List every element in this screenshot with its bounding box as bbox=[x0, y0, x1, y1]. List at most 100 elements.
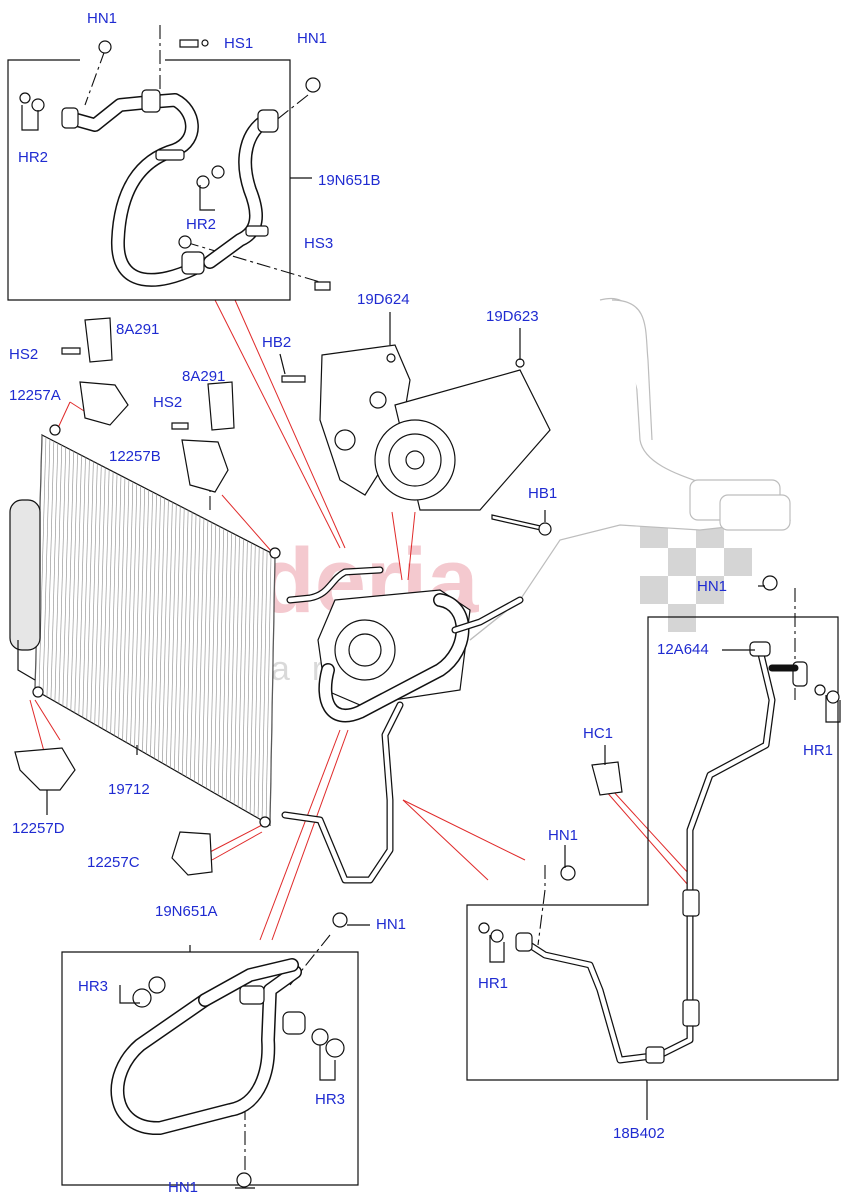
condenser-fin bbox=[126, 481, 134, 743]
label-19d623: 19D623 bbox=[486, 308, 539, 325]
leader-lines bbox=[29, 299, 691, 941]
label-hn1-top-mid: HN1 bbox=[297, 30, 327, 47]
condenser-fin bbox=[82, 459, 90, 718]
label-hr1-right: HR1 bbox=[803, 742, 833, 759]
label-12257b: 12257B bbox=[109, 448, 161, 465]
label-brackets bbox=[21, 105, 841, 1189]
background-pipework bbox=[469, 297, 791, 641]
condenser-fin bbox=[54, 445, 63, 702]
condenser-fin bbox=[261, 550, 268, 821]
mounting-brackets bbox=[14, 317, 623, 876]
fasteners bbox=[19, 39, 840, 1188]
label-12257a: 12257A bbox=[9, 387, 61, 404]
condenser-fin bbox=[98, 467, 106, 727]
condenser-fin bbox=[265, 552, 272, 823]
condenser-fin bbox=[130, 483, 138, 745]
label-hr2-mid: HR2 bbox=[186, 216, 216, 233]
condenser-fin bbox=[233, 536, 240, 805]
condenser-fin bbox=[118, 477, 126, 739]
hose-19n651b bbox=[61, 89, 279, 287]
condenser-fin bbox=[90, 463, 98, 723]
label-hr1-lower: HR1 bbox=[478, 975, 508, 992]
condenser-fin bbox=[78, 457, 86, 716]
callout-labels: HN1 HS1 HN1 HR2 HR2 19N651B HS3 19D624 1… bbox=[9, 10, 833, 1196]
condenser-fin bbox=[237, 538, 244, 807]
condenser-fin bbox=[102, 469, 110, 729]
condenser-fin bbox=[205, 522, 213, 789]
condenser-fin bbox=[58, 447, 66, 704]
label-8a291-top: 8A291 bbox=[116, 321, 159, 338]
label-hs3: HS3 bbox=[304, 235, 333, 252]
condenser-fin bbox=[66, 451, 74, 709]
condenser-fin bbox=[46, 441, 55, 697]
label-hn1-bottom: HN1 bbox=[168, 1179, 198, 1196]
condenser-fin bbox=[217, 528, 224, 796]
condenser-fin bbox=[62, 449, 70, 707]
condenser-fin bbox=[253, 546, 260, 816]
label-hr2-left: HR2 bbox=[18, 149, 48, 166]
condenser-fin bbox=[225, 532, 232, 800]
label-19d624: 19D624 bbox=[357, 291, 410, 308]
condenser-fin bbox=[182, 510, 189, 775]
condenser-fin bbox=[166, 502, 173, 766]
condenser-fin bbox=[198, 518, 205, 784]
label-hb2: HB2 bbox=[262, 334, 291, 351]
frame-18b402 bbox=[466, 616, 839, 1081]
label-12a644: 12A644 bbox=[657, 641, 709, 658]
condenser-fin bbox=[42, 439, 51, 695]
condenser-fin bbox=[257, 548, 264, 819]
frame-19n651b bbox=[7, 59, 291, 301]
label-hs2-mid: HS2 bbox=[153, 394, 182, 411]
condenser-fin bbox=[122, 479, 130, 741]
label-19n651b: 19N651B bbox=[318, 172, 381, 189]
hose-19n651a bbox=[110, 958, 306, 1136]
compressor-assembly bbox=[319, 344, 551, 511]
condenser-fin bbox=[50, 443, 59, 700]
condenser-fin bbox=[142, 489, 149, 752]
condenser-fin bbox=[229, 534, 236, 803]
label-hn1-right: HN1 bbox=[697, 578, 727, 595]
condenser-fin bbox=[201, 520, 209, 787]
label-hn1-lower: HN1 bbox=[376, 916, 406, 933]
label-19n651a: 19N651A bbox=[155, 903, 218, 920]
condenser-fin bbox=[134, 485, 142, 748]
condenser-fin bbox=[158, 498, 165, 761]
condenser-fin bbox=[74, 455, 82, 713]
condenser-fin bbox=[241, 540, 248, 809]
label-hn1-center: HN1 bbox=[548, 827, 578, 844]
condenser-fin bbox=[186, 512, 193, 777]
condenser-fin bbox=[213, 526, 221, 793]
condenser-fin bbox=[249, 544, 256, 814]
label-12257d: 12257D bbox=[12, 820, 65, 837]
callout-frames bbox=[7, 59, 839, 1186]
label-hn1-top-left: HN1 bbox=[87, 10, 117, 27]
condenser-fin bbox=[245, 542, 252, 812]
condenser-fin bbox=[86, 461, 94, 720]
label-18b402: 18B402 bbox=[613, 1125, 665, 1142]
condenser-fin bbox=[138, 487, 145, 750]
frame-19n651a bbox=[61, 951, 359, 1186]
label-19712: 19712 bbox=[108, 781, 150, 798]
condenser-fin bbox=[174, 506, 181, 771]
condenser-fin bbox=[154, 496, 161, 759]
condenser-fin bbox=[190, 514, 197, 780]
label-hs1: HS1 bbox=[224, 35, 253, 52]
compressor-lines-assembly bbox=[281, 566, 524, 884]
checkered-flag-icon bbox=[640, 520, 752, 632]
condenser-fins bbox=[34, 434, 276, 826]
condenser-fin bbox=[106, 471, 114, 732]
label-hr3-left: HR3 bbox=[78, 978, 108, 995]
condenser-fin bbox=[194, 516, 201, 782]
condenser-fin bbox=[209, 524, 217, 791]
condenser-fin bbox=[114, 475, 122, 736]
label-8a291-mid: 8A291 bbox=[182, 368, 225, 385]
condenser-fin bbox=[70, 453, 78, 711]
condenser-fin bbox=[38, 437, 47, 693]
condenser-fin bbox=[150, 493, 157, 757]
condenser-fin bbox=[221, 530, 228, 798]
line-18b402 bbox=[515, 641, 808, 1064]
condenser-fin bbox=[110, 473, 118, 734]
condenser-fin bbox=[94, 465, 102, 725]
label-12257c: 12257C bbox=[87, 854, 140, 871]
